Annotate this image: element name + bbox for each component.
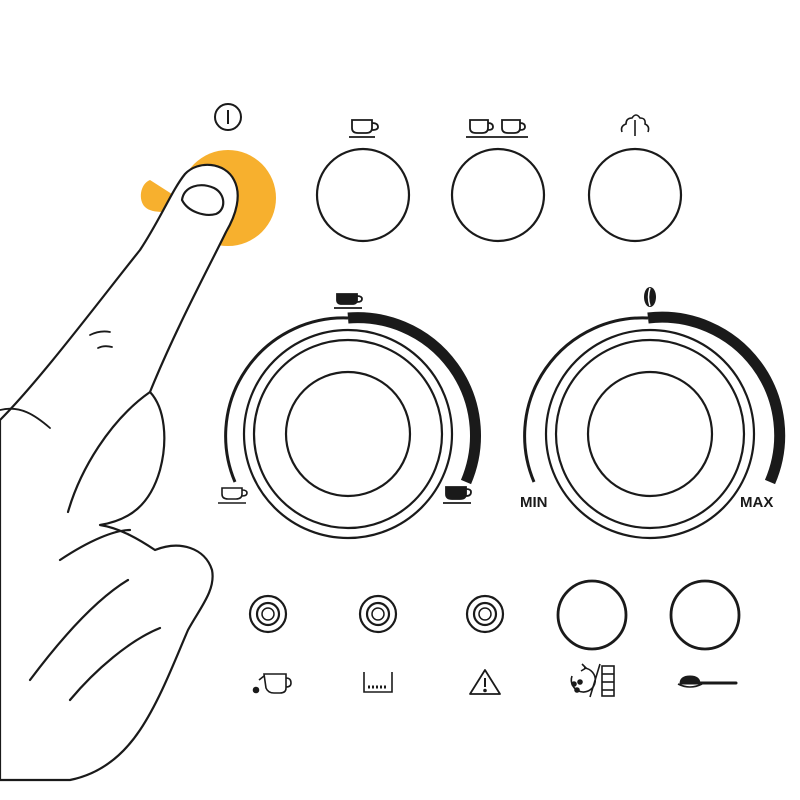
cup-size-dial-ring-outer — [242, 328, 454, 540]
cup-size-dial[interactable] — [224, 312, 481, 540]
strength-dial[interactable] — [523, 311, 786, 540]
small-cup-icon — [218, 487, 248, 504]
steam-button[interactable] — [587, 147, 683, 243]
descale-indicator-lamp — [248, 594, 288, 634]
single-cup-icon — [349, 119, 379, 138]
strength-min-label: MIN — [520, 494, 548, 511]
double-cup-icon — [466, 119, 528, 138]
single-cup-button[interactable] — [315, 147, 411, 243]
strength-max-label: MAX — [740, 494, 773, 511]
rinse-filter-icon — [570, 663, 615, 698]
coffee-bean-icon — [644, 287, 656, 307]
steam-icon — [620, 114, 650, 136]
double-cup-button[interactable] — [450, 147, 546, 243]
cup-size-arc-thin — [224, 316, 349, 483]
medium-cup-icon — [334, 293, 363, 309]
cup-size-dial-knob — [284, 370, 412, 498]
strength-arc-thin — [523, 316, 649, 483]
ground-coffee-button[interactable] — [669, 579, 741, 651]
cup-size-arc-thick — [347, 312, 481, 485]
strength-dial-ring-inner — [554, 338, 746, 530]
warning-icon — [469, 669, 501, 695]
ground-coffee-spoon-icon — [677, 675, 738, 688]
strength-dial-knob — [586, 370, 714, 498]
cup-size-dial-ring-inner — [252, 338, 444, 530]
strength-arc-thick — [647, 311, 786, 485]
water-tank-indicator-lamp — [358, 594, 398, 634]
water-tank-icon — [363, 672, 393, 693]
rinse-filter-button[interactable] — [556, 579, 628, 651]
finger-pressing-illustration — [0, 163, 239, 782]
warning-indicator-lamp — [465, 594, 505, 634]
strength-dial-ring-outer — [544, 328, 756, 540]
power-icon — [214, 103, 242, 131]
descale-kettle-icon — [252, 673, 292, 694]
large-cup-icon — [443, 486, 472, 504]
